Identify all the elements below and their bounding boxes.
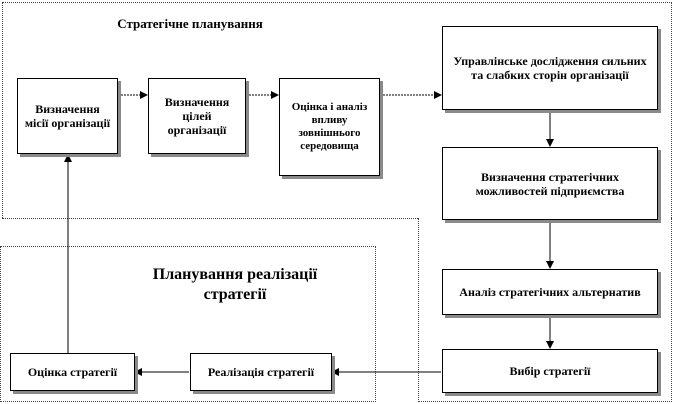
- strategic-planning-region-lower: [418, 218, 672, 402]
- box-alternatives: Аналіз стратегічних альтернатив: [442, 269, 658, 315]
- box-swot: Управлінське дослідження сильних та слаб…: [442, 26, 658, 110]
- implementation-planning-region: [0, 246, 376, 402]
- implementation-title-line1: Планування реалізації: [152, 266, 318, 283]
- box-opportunities: Визначення стратегічних можливостей підп…: [442, 147, 658, 220]
- box-goals: Визначення цілей організації: [148, 78, 246, 154]
- box-choice: Вибір стратегії: [442, 349, 658, 393]
- box-evaluation: Оцінка стратегії: [10, 353, 135, 391]
- box-environment: Оцінка і аналіз впливу зовнішнього серед…: [279, 78, 380, 176]
- box-mission: Визначення місії організації: [17, 78, 118, 154]
- strategic-planning-title: Стратегічне планування: [117, 16, 263, 31]
- implementation-planning-title: Планування реалізації стратегії: [110, 265, 360, 305]
- strategic-planning-region: [2, 2, 672, 218]
- box-implementation: Реалізація стратегії: [190, 353, 332, 391]
- strategic-planning-bottom-edge: [2, 218, 418, 219]
- implementation-title-line2: стратегії: [203, 286, 267, 303]
